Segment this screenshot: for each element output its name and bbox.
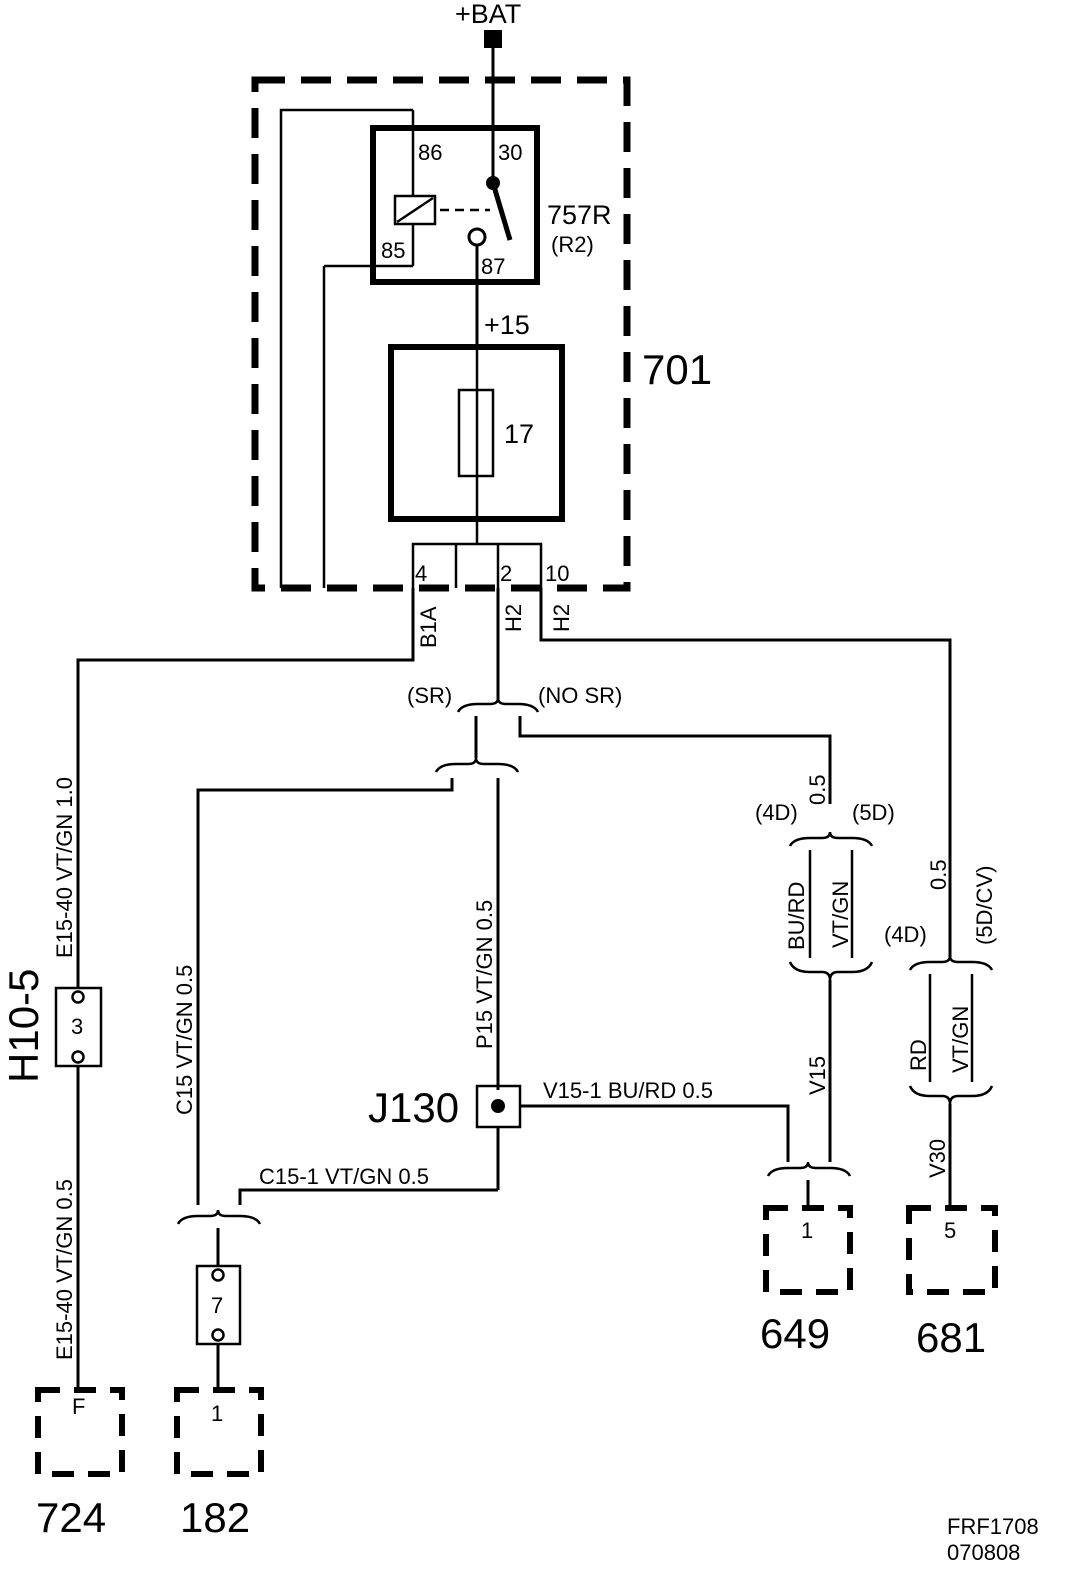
wire-bu-rd: BU/RD: [784, 882, 809, 950]
variant-brace-681-top: [908, 955, 994, 971]
component-182-pin: 1: [211, 1401, 223, 1426]
connector-b1a: B1A: [416, 606, 441, 648]
connector-h10-5: H10-5: [0, 969, 47, 1083]
wire-rd: RD: [906, 1039, 931, 1071]
feed-label: +15: [484, 310, 530, 340]
reference-date: 070808: [947, 1540, 1020, 1565]
brace-c15-join: [176, 1209, 262, 1225]
component-182-outline: [174, 1387, 264, 1477]
wire-vt-gn-b: VT/GN: [948, 1006, 973, 1073]
wire-c15: C15 VT/GN 0.5: [172, 965, 197, 1115]
connector-h2-b: H2: [549, 604, 574, 632]
fuse-box-label: 701: [642, 346, 712, 393]
relay-contact-arm: [490, 182, 513, 241]
component-649-label: 649: [760, 1310, 830, 1357]
component-681-pin: 5: [944, 1218, 956, 1243]
relay-id: 757R: [547, 200, 612, 230]
wire-v30: V30: [925, 1139, 950, 1178]
component-681-outline: [906, 1205, 998, 1295]
relay-757r: [370, 125, 540, 285]
wire-vt-gn-a: VT/GN: [828, 881, 853, 948]
variant-5d-cv: (5D/CV): [972, 866, 997, 945]
component-724-label: 724: [36, 1494, 106, 1541]
component-724-outline: [35, 1387, 125, 1477]
wire-v15-1: V15-1 BU/RD 0.5: [543, 1078, 713, 1103]
connector-h2-a: H2: [501, 604, 526, 632]
relay-contact-87: [467, 227, 487, 247]
wire-c15-1: C15-1 VT/GN 0.5: [259, 1164, 429, 1189]
component-649-pin: 1: [801, 1218, 813, 1243]
relay-pin-86: 86: [418, 140, 442, 165]
wire-p15: P15 VT/GN 0.5: [472, 900, 497, 1049]
fuse-box-701-outline: [251, 76, 631, 592]
component-724-pin: F: [72, 1394, 85, 1419]
box-pin-4: 4: [415, 561, 427, 586]
relay-pin-85: 85: [381, 238, 405, 263]
variant-sr: (SR): [407, 683, 452, 708]
variant-brace-649-bottom: [788, 961, 874, 981]
wire-size-b: 0.5: [926, 859, 951, 890]
battery-label: +BAT: [455, 0, 521, 29]
reference-code: FRF1708: [947, 1514, 1039, 1539]
variant-brace-681-bottom: [908, 1085, 994, 1105]
variant-no-sr: (NO SR): [538, 683, 622, 708]
variant-5d: (5D): [852, 800, 895, 825]
relay-coil: [393, 194, 437, 226]
relay-pin-30: 30: [498, 140, 522, 165]
box-pin-2: 2: [500, 561, 512, 586]
component-182-label: 182: [180, 1494, 250, 1541]
splice-j130-label: J130: [368, 1084, 459, 1131]
wire-e15-40-bottom: E15-40 VT/GN 0.5: [52, 1179, 77, 1360]
relay-alt-id: (R2): [551, 232, 594, 257]
variant-brace-split: [434, 757, 520, 773]
battery-terminal: [484, 30, 502, 48]
component-681-label: 681: [916, 1314, 986, 1361]
fuse-number: 17: [504, 419, 534, 449]
wire-size-a: 0.5: [805, 774, 830, 805]
variant-brace-sr: [456, 697, 540, 713]
brace-649-join: [766, 1161, 852, 1177]
variant-brace-649-top: [788, 831, 874, 847]
variant-4d-a: (4D): [755, 800, 798, 825]
wire-e15-40-top: E15-40 VT/GN 1.0: [52, 777, 77, 958]
connector-h10-5-pin: 3: [71, 1014, 83, 1039]
relay-pin-87: 87: [481, 254, 505, 279]
component-649-outline: [763, 1205, 853, 1295]
connector-7-pin: 7: [211, 1293, 223, 1318]
variant-4d-b: (4D): [884, 922, 927, 947]
wire-v15: V15: [805, 1056, 830, 1095]
box-pin-10: 10: [545, 561, 569, 586]
